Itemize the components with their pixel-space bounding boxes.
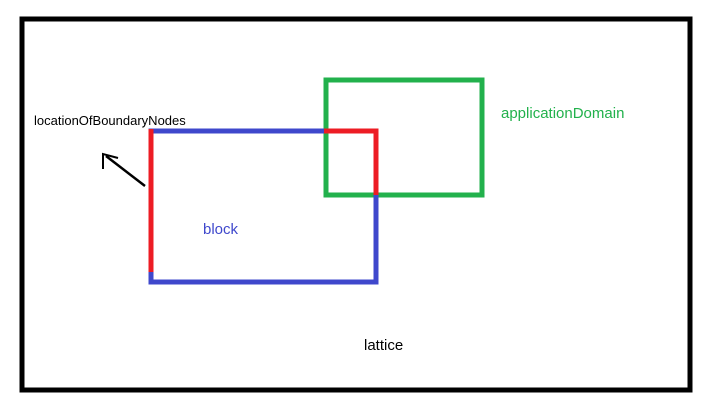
lattice-frame bbox=[19, 16, 693, 393]
application-domain-label: applicationDomain bbox=[501, 105, 624, 122]
pointer-arrow-icon bbox=[102, 152, 146, 187]
block-label: block bbox=[203, 221, 239, 238]
boundary-overlap-edges bbox=[324, 128, 379, 195]
boundary-nodes-label: locationOfBoundaryNodes bbox=[34, 113, 186, 128]
application-domain-rect bbox=[323, 77, 485, 198]
lattice-label: lattice bbox=[364, 337, 403, 354]
